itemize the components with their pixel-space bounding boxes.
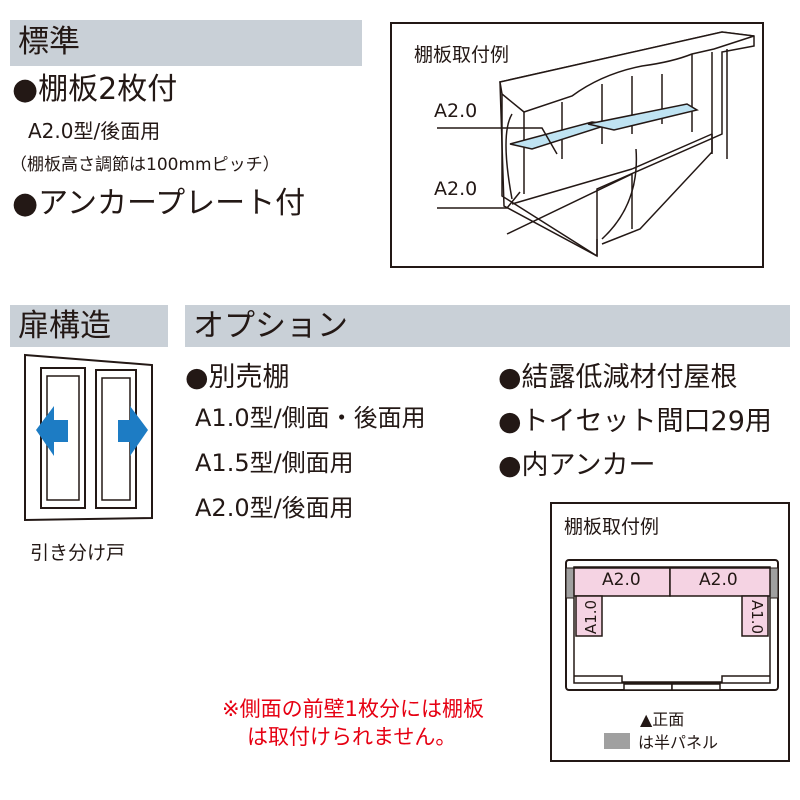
option-shelf-type: A2.0型/後面用 — [195, 494, 354, 522]
shelf-example-3d-box: 棚板取付例 A2.0 A2.0 — [390, 22, 764, 268]
plan-shelf-back-right: A2.0 — [699, 570, 738, 590]
plan-shelf-left: A1.0 — [582, 599, 601, 635]
sliding-door-icon — [24, 353, 153, 522]
plan-shelf-back-left: A2.0 — [602, 570, 641, 590]
shelf-label-upper: A2.0 — [434, 100, 478, 122]
standard-item-anchor: ●アンカープレート付 — [12, 186, 306, 221]
storage-plan-diagram — [565, 559, 779, 691]
standard-item-shelves: ●棚板2枚付 — [12, 72, 178, 107]
front-label: ▲正面 — [640, 710, 685, 729]
note-line-1: ※側面の前壁1枚分には棚板 — [222, 697, 484, 721]
standard-title: 標準 — [18, 24, 80, 60]
option-shelf-type: A1.0型/側面・後面用 — [195, 404, 426, 432]
shelf-example-3d-title: 棚板取付例 — [414, 44, 510, 66]
standard-item-shelves-note: （棚板高さ調節は100mmピッチ） — [10, 155, 280, 175]
option-inner-anchor: ●内アンカー — [498, 450, 656, 481]
half-panel-left — [565, 567, 575, 599]
options-title: オプション — [193, 308, 348, 344]
plan-shelf-right: A1.0 — [748, 599, 767, 635]
option-roof: ●結露低減材付屋根 — [498, 362, 738, 393]
door-title: 扉構造 — [18, 308, 111, 344]
shelf-label-lower: A2.0 — [434, 178, 478, 200]
arrow-right-icon — [118, 406, 148, 456]
standard-header: 標準 — [10, 20, 362, 66]
option-shelf-type: A1.5型/側面用 — [195, 449, 354, 477]
shelf-example-plan-box: 棚板取付例 A2.0 A2.0 A1.0 A1.0 ▲正面 は半パネル — [550, 502, 790, 762]
note-line-2: は取付けられません。 — [247, 725, 457, 749]
shelf-example-plan-title: 棚板取付例 — [564, 516, 660, 538]
arrow-left-icon — [36, 406, 68, 456]
half-panel-right — [769, 567, 779, 599]
door-header: 扉構造 — [10, 305, 168, 347]
door-type-label: 引き分け戸 — [30, 542, 126, 564]
half-panel-legend: は半パネル — [638, 733, 719, 752]
storage-3d-illustration — [437, 31, 755, 258]
standard-item-shelves-type: A2.0型/後面用 — [28, 119, 161, 143]
option-shelf: ●別売棚 — [185, 362, 290, 393]
half-panel-legend-swatch — [604, 733, 630, 749]
options-header: オプション — [185, 305, 790, 347]
option-toilet-set: ●トイセット間口29用 — [498, 406, 772, 437]
